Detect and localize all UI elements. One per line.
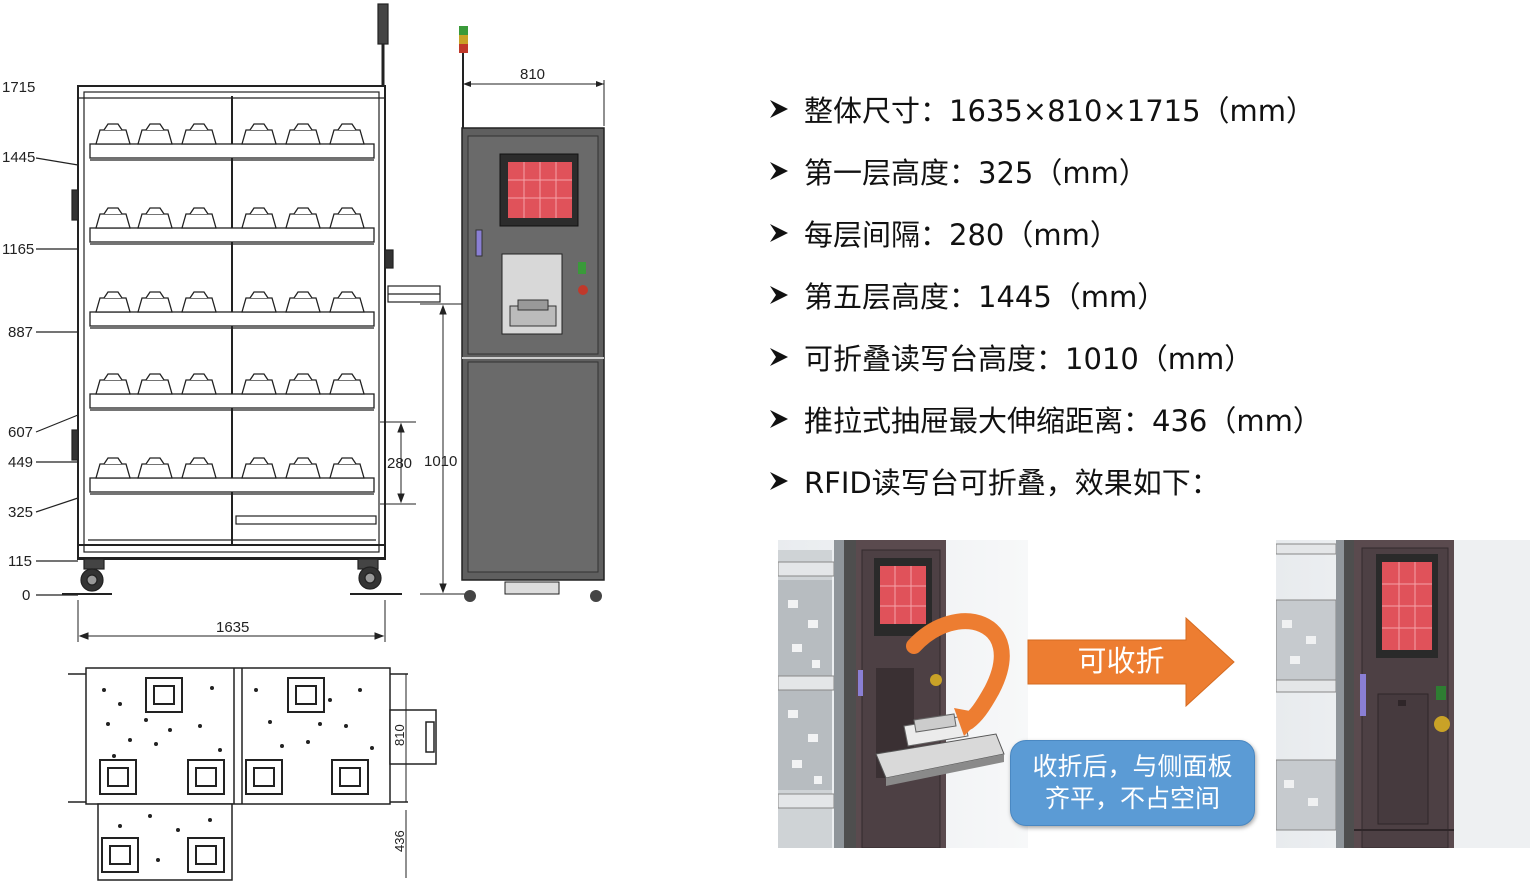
spec-text: 第五层高度：1445（mm） bbox=[804, 280, 1167, 314]
height-label-607: 607 bbox=[8, 424, 33, 441]
height-label-325: 325 bbox=[8, 504, 33, 521]
layer-gap-label: 280 bbox=[387, 455, 412, 472]
spec-item-table-height: 可折叠读写台高度：1010（mm） bbox=[766, 334, 1506, 380]
callout-line-1: 收折后，与侧面板 bbox=[1032, 752, 1233, 781]
fold-callout-box: 收折后，与侧面板 齐平，不占空间 bbox=[1010, 740, 1255, 826]
front-elevation-drawing: 1715 1445 1165 887 607 449 325 115 0 163… bbox=[2, 3, 605, 642]
spec-item-layer-interval: 每层间隔：280（mm） bbox=[766, 210, 1506, 256]
spec-item-fifth-layer-height: 第五层高度：1445（mm） bbox=[766, 272, 1506, 318]
spec-text: 可折叠读写台高度：1010（mm） bbox=[804, 342, 1254, 376]
arrowhead-bullet-icon bbox=[770, 100, 788, 118]
arrowhead-bullet-icon bbox=[770, 348, 788, 366]
spec-item-drawer-extension: 推拉式抽屉最大伸缩距离：436（mm） bbox=[766, 396, 1506, 442]
arrowhead-bullet-icon bbox=[770, 410, 788, 428]
arrowhead-bullet-icon bbox=[770, 224, 788, 242]
height-label-115: 115 bbox=[8, 553, 32, 570]
plan-view-drawing: 810 436 bbox=[68, 667, 437, 881]
callout-line-2: 齐平，不占空间 bbox=[1044, 784, 1220, 813]
fold-demo-before-render bbox=[778, 540, 1028, 848]
spec-item-overall-size: 整体尺寸：1635×810×1715（mm） bbox=[766, 86, 1506, 132]
plan-depth-label: 810 bbox=[392, 724, 407, 746]
height-label-1445: 1445 bbox=[2, 149, 35, 166]
depth-dimension-label: 810 bbox=[520, 66, 545, 83]
height-label-0: 0 bbox=[22, 587, 30, 604]
spec-text: 每层间隔：280（mm） bbox=[804, 218, 1119, 252]
fold-arrow-label: 可收折 bbox=[1077, 644, 1165, 678]
spec-item-rfid-foldable: RFID读写台可折叠，效果如下： bbox=[766, 458, 1506, 504]
table-height-label: 1010 bbox=[424, 453, 457, 470]
drawer-extension-label: 436 bbox=[392, 830, 407, 852]
spec-item-first-layer-height: 第一层高度：325（mm） bbox=[766, 148, 1506, 194]
spec-text: 推拉式抽屉最大伸缩距离：436（mm） bbox=[804, 404, 1322, 438]
height-label-887: 887 bbox=[8, 324, 33, 341]
spec-text: 整体尺寸：1635×810×1715（mm） bbox=[804, 94, 1316, 128]
spec-text: 第一层高度：325（mm） bbox=[804, 156, 1148, 190]
height-label-449: 449 bbox=[8, 454, 33, 471]
arrowhead-bullet-icon bbox=[770, 472, 788, 490]
width-dimension-label: 1635 bbox=[216, 619, 249, 636]
spec-text: RFID读写台可折叠，效果如下： bbox=[804, 466, 1220, 500]
fold-arrow-icon bbox=[1027, 616, 1235, 708]
height-label-1165: 1165 bbox=[2, 241, 34, 258]
arrowhead-bullet-icon bbox=[770, 162, 788, 180]
fold-demo-after-render bbox=[1276, 540, 1530, 848]
height-label-1715: 1715 bbox=[2, 79, 35, 96]
arrowhead-bullet-icon bbox=[770, 286, 788, 304]
